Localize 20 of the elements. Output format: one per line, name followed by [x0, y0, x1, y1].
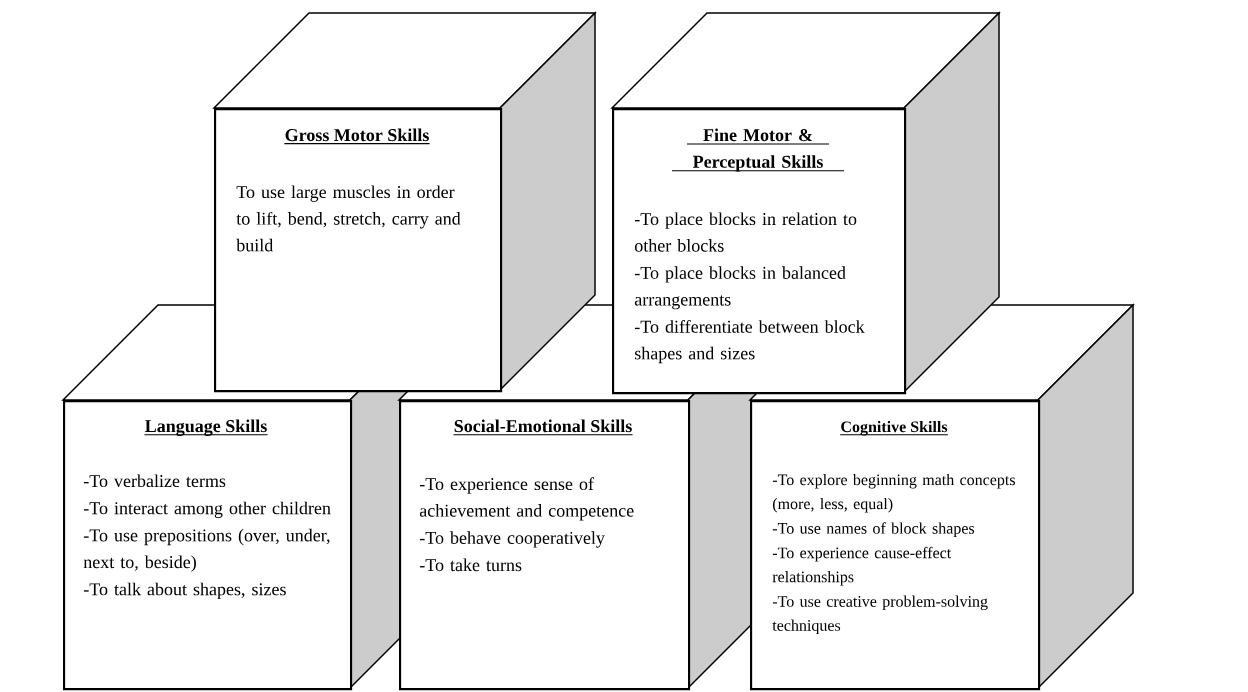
list-item: -To experience sense of achievement and competence — [419, 477, 634, 521]
list-item: -To take turns — [419, 558, 522, 572]
list-item: -To use names of block shapes — [772, 522, 975, 537]
cube-heading: Gross Motor Skills — [283, 128, 431, 145]
list-item: -To experience cause-effect relationships — [772, 546, 952, 586]
cube-heading: Social-Emotional Skills — [452, 419, 634, 436]
list-item: -To place blocks in relation to other blocks — [634, 212, 857, 252]
list-item: -To use creative problem-solving techniques — [772, 595, 988, 635]
cube-heading: Fine Motor & Perceptual Skills — [671, 128, 845, 172]
list-item: -To explore beginning math concepts (more, less, equal) — [772, 473, 1015, 513]
list-item: To use large muscles in order to lift, bend, stretch, carry and build — [236, 185, 461, 252]
list-item: -To talk about shapes, sizes — [83, 582, 286, 599]
list-item: -To place blocks in balanced arrangements — [634, 266, 846, 310]
list-item: -To behave cooperatively — [419, 531, 605, 548]
cube-heading: Language Skills — [143, 419, 269, 436]
list-item: -To use prepositions (over, under, next to, beside) — [83, 528, 330, 572]
cube-heading: Cognitive Skills — [839, 420, 949, 436]
list-item: -To verbalize terms — [83, 474, 226, 488]
list-item: -To interact among other children — [83, 501, 331, 518]
list-item: -To differentiate between block shapes and sizes — [634, 320, 865, 364]
